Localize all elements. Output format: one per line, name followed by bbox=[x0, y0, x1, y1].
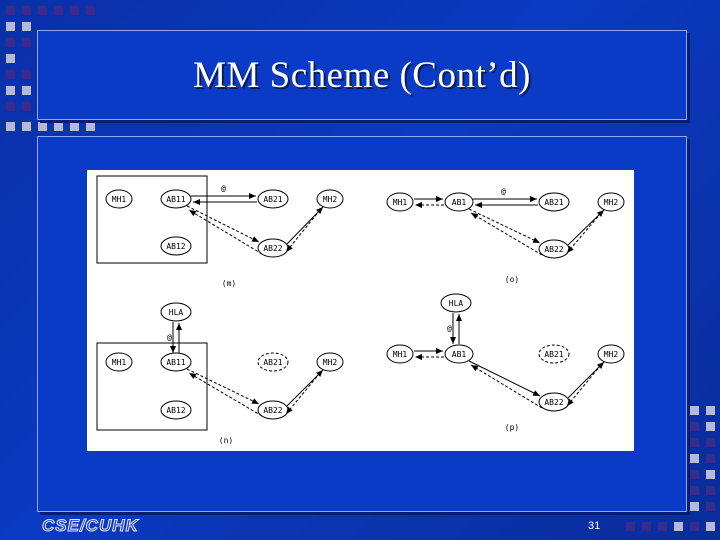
node-mh1 bbox=[386, 344, 414, 364]
cse-cuhk-logo: CSE/CUHK bbox=[42, 516, 139, 536]
node-ab1 bbox=[444, 192, 474, 212]
node-label: AB1 bbox=[452, 350, 467, 359]
node-mh2 bbox=[316, 189, 344, 209]
node-label: AB21 bbox=[263, 358, 282, 367]
mm-scheme-diagram: MH1 AB11 AB21 MH2 AB12 AB22 @ (m) bbox=[87, 170, 634, 451]
node-label: MH2 bbox=[323, 358, 338, 367]
node-ab21 bbox=[538, 192, 570, 212]
node-hla bbox=[160, 302, 192, 322]
node-mh1 bbox=[105, 189, 133, 209]
node-ab21 bbox=[257, 352, 289, 372]
panel-p: HLA @ MH1 AB1 AB21 MH2 AB22 bbox=[386, 293, 625, 432]
node-label: AB11 bbox=[166, 195, 185, 204]
node-label: MH1 bbox=[393, 198, 408, 207]
node-label: MH1 bbox=[112, 358, 127, 367]
edge-label: @ bbox=[221, 184, 226, 193]
node-label: AB21 bbox=[544, 350, 563, 359]
panel-label: (n) bbox=[219, 436, 233, 445]
panel-m: MH1 AB11 AB21 MH2 AB12 AB22 @ (m) bbox=[96, 175, 344, 288]
node-label: MH1 bbox=[393, 350, 408, 359]
node-ab21 bbox=[257, 189, 289, 209]
node-ab21 bbox=[538, 344, 570, 364]
node-label: AB22 bbox=[544, 398, 563, 407]
edge-label: @ bbox=[167, 333, 172, 342]
node-ab1 bbox=[444, 344, 474, 364]
node-ab12 bbox=[160, 400, 192, 420]
domain-box bbox=[96, 175, 208, 264]
node-ab12 bbox=[160, 236, 192, 256]
domain-box bbox=[96, 342, 208, 431]
edge-label: @ bbox=[447, 324, 452, 333]
diagram-svg: MH1 AB11 AB21 MH2 AB12 AB22 @ (m) bbox=[96, 175, 625, 445]
panel-label: (p) bbox=[505, 423, 519, 432]
panel-label: (o) bbox=[505, 275, 519, 284]
node-label: HLA bbox=[169, 308, 184, 317]
node-label: AB21 bbox=[263, 195, 282, 204]
node-label: AB22 bbox=[263, 406, 282, 415]
node-label: HLA bbox=[449, 299, 464, 308]
node-mh2 bbox=[597, 192, 625, 212]
node-mh2 bbox=[316, 352, 344, 372]
node-label: MH1 bbox=[112, 195, 127, 204]
node-label: AB11 bbox=[166, 358, 185, 367]
slide-title: MM Scheme (Cont’d) bbox=[193, 54, 531, 96]
page-number: 31 bbox=[588, 520, 601, 532]
node-mh2 bbox=[597, 344, 625, 364]
node-label: MH2 bbox=[604, 198, 619, 207]
edge-label: @ bbox=[501, 187, 506, 196]
title-frame: MM Scheme (Cont’d) bbox=[37, 30, 687, 120]
node-label: AB22 bbox=[544, 245, 563, 254]
node-mh1 bbox=[105, 352, 133, 372]
node-ab11 bbox=[160, 352, 192, 372]
node-mh1 bbox=[386, 192, 414, 212]
node-label: AB21 bbox=[544, 198, 563, 207]
panel-label: (m) bbox=[222, 279, 236, 288]
panel-o: MH1 AB1 AB21 MH2 AB22 @ (o) bbox=[386, 187, 625, 284]
node-hla bbox=[440, 293, 472, 313]
panel-n: HLA @ MH1 AB11 AB21 MH2 AB12 AB22 bbox=[96, 302, 344, 445]
node-label: AB12 bbox=[166, 406, 185, 415]
node-ab11 bbox=[160, 189, 192, 209]
node-label: AB12 bbox=[166, 242, 185, 251]
node-label: AB1 bbox=[452, 198, 467, 207]
node-label: MH2 bbox=[604, 350, 619, 359]
node-label: AB22 bbox=[263, 244, 282, 253]
node-label: MH2 bbox=[323, 195, 338, 204]
